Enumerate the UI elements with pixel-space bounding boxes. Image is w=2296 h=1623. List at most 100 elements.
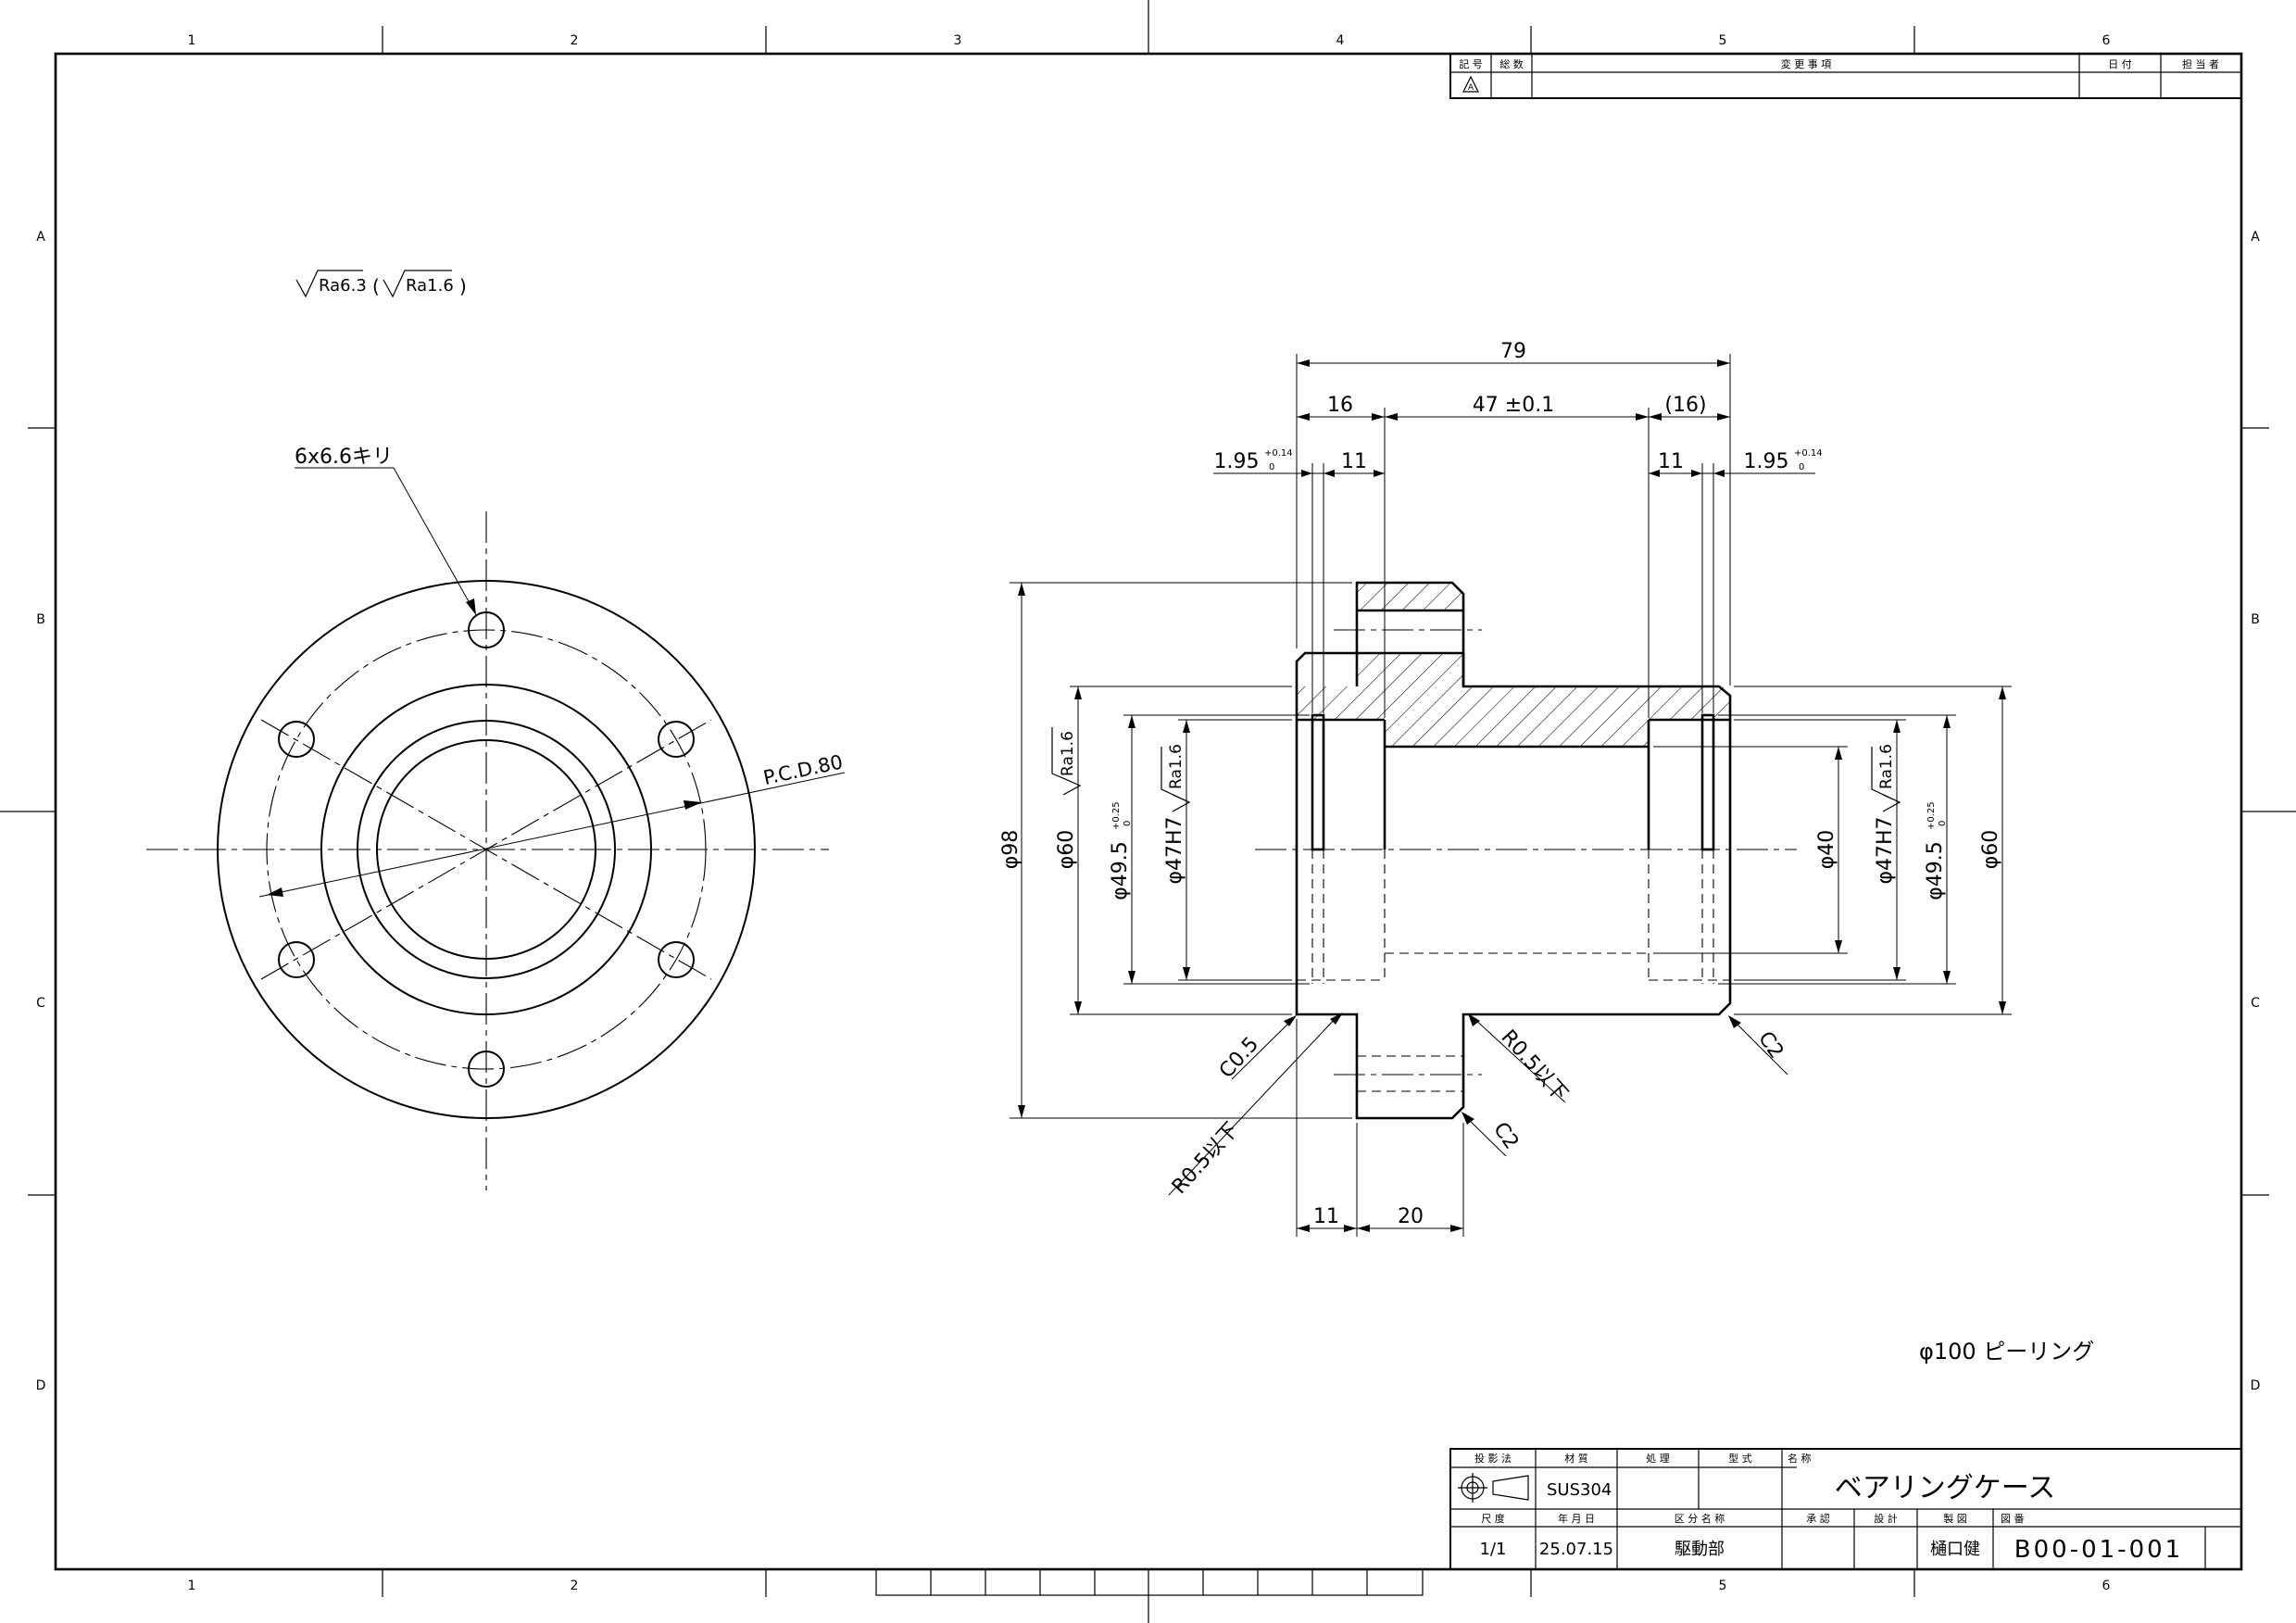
tb-drafter: 樋口健: [1930, 1540, 1980, 1559]
tol-dia-left-upper: +0.25: [1111, 801, 1122, 830]
tb-lbl-treatment: 処 理: [1646, 1453, 1670, 1465]
surface-finish-symbol-icon: [1871, 747, 1901, 812]
tb-lbl-approve: 承 認: [1806, 1512, 1830, 1525]
zone-col-6-top: 6: [2102, 33, 2111, 48]
callout-c2-bottom: C2: [1488, 1118, 1523, 1153]
dim-dia-98: φ98: [999, 830, 1023, 870]
tb-lbl-category: 区 分 名 称: [1675, 1512, 1725, 1525]
tb-lbl-material: 材 質: [1564, 1452, 1588, 1465]
tb-lbl-design: 設 計: [1874, 1512, 1898, 1525]
tb-lbl-model: 型 式: [1728, 1452, 1752, 1465]
dim-center: 47 ±0.1: [1473, 394, 1554, 417]
callout-c2-right: C2: [1753, 1027, 1788, 1063]
tb-lbl-draw: 製 図: [1943, 1512, 1967, 1525]
dim-bore-right: 11: [1658, 450, 1684, 473]
dim-bottom-left: 11: [1313, 1205, 1339, 1228]
zone-row-d-left: D: [36, 1378, 46, 1393]
dim-groove-right: 1.95: [1744, 450, 1789, 473]
dim-overall: 79: [1500, 340, 1526, 363]
pcd-note: P.C.D.80: [761, 750, 845, 789]
surface-finish-symbol-icon: [1051, 727, 1082, 796]
tol-groove-left-lower: 0: [1269, 462, 1274, 472]
dim-dia-40: φ40: [1815, 830, 1838, 870]
dim-bottom-right: 20: [1398, 1205, 1424, 1228]
tb-drawing-number: B00-01-001: [2014, 1536, 2183, 1564]
dim-groove-left: 1.95: [1214, 450, 1260, 473]
dim-dia-495-right: φ49.5: [1924, 841, 1947, 900]
part-note: φ100 ピーリング: [1919, 1339, 2094, 1365]
zone-col-3-top: 3: [954, 33, 962, 48]
dim-dia-47h7-right: φ47H7: [1874, 816, 1897, 884]
finish-special: Ra1.6: [406, 276, 454, 296]
bolt-hole: [468, 1051, 505, 1088]
zone-col-2-bottom: 2: [571, 1579, 579, 1593]
tol-dia-right-lower: 0: [1938, 821, 1948, 826]
tol-groove-right-upper: +0.14: [1794, 448, 1823, 459]
tb-scale: 1/1: [1480, 1540, 1507, 1559]
dim-dia-495-left: φ49.5: [1109, 841, 1132, 900]
bolt-hole: [658, 941, 695, 978]
bolt-hole: [658, 721, 695, 758]
dim-bore-left: 11: [1341, 450, 1367, 473]
zone-row-b-left: B: [36, 612, 45, 627]
zone-col-6-bottom: 6: [2102, 1579, 2111, 1593]
tol-dia-left-lower: 0: [1123, 821, 1133, 826]
callout-r05-right: R0.5以下: [1497, 1025, 1573, 1106]
rev-col-date: 日 付: [2108, 58, 2132, 70]
holes-note: 6x6.6キリ: [295, 446, 393, 469]
dim-left-flange: 16: [1327, 394, 1353, 417]
dim-right-ref: (16): [1664, 394, 1706, 417]
section-view: 79 16 47 ±0.1 (16) 11 11 1.95 1.95 +0.14…: [999, 340, 2012, 1237]
dim-dia-60-left: φ60: [1055, 830, 1078, 870]
zone-row-a-left: A: [36, 230, 45, 245]
bolt-hole: [278, 721, 315, 758]
dim-dia-60-right: φ60: [1979, 830, 2002, 870]
ra-right-bore: Ra1.6: [1877, 744, 1896, 789]
rev-col-change: 変 更 事 項: [1781, 57, 1832, 70]
tb-category: 駆動部: [1675, 1540, 1725, 1559]
flange-hatch: [1357, 583, 1463, 610]
finish-close-paren: ): [459, 275, 467, 297]
tol-groove-left-upper: +0.14: [1264, 448, 1293, 459]
dim-dia-47h7-left: φ47H7: [1163, 816, 1186, 884]
bolt-hole: [468, 611, 505, 648]
zone-row-b-right: B: [2251, 612, 2260, 627]
zone-col-1-bottom: 1: [188, 1579, 196, 1593]
rev-col-person: 担 当 者: [2182, 57, 2219, 70]
zone-row-d-right: D: [2251, 1378, 2261, 1393]
title-block: 投 影 法 材 質 処 理 型 式 尺 度 年 月 日 区 分 名 称 承 認 …: [1449, 1448, 2242, 1570]
finish-open-paren: (: [372, 275, 380, 297]
zone-col-4-top: 4: [1336, 33, 1345, 48]
zone-col-1-top: 1: [188, 33, 196, 48]
tb-lbl-scale: 尺 度: [1481, 1512, 1505, 1525]
surface-finish-symbol-icon: [295, 270, 363, 298]
bolt-hole: [278, 941, 315, 978]
surface-finish-note: Ra6.3 ( Ra1.6 ): [295, 270, 467, 298]
ra-left-bore: Ra1.6: [1167, 744, 1186, 789]
tb-lbl-number: 図 番: [2001, 1513, 2025, 1525]
zone-col-5-bottom: 5: [1719, 1579, 1727, 1593]
callout-c05: C0.5: [1215, 1033, 1263, 1083]
tb-lbl-name: 名 称: [1788, 1452, 1812, 1465]
ra-left-outer: Ra1.6: [1059, 731, 1077, 776]
revision-triangle-icon: [1462, 75, 1479, 93]
rev-col-symbol: 記 号: [1459, 57, 1483, 70]
tb-date: 25.07.15: [1539, 1540, 1613, 1559]
callout-r05-left: R0.5以下: [1168, 1118, 1244, 1199]
front-view: 6x6.6キリ P.C.D.80: [146, 446, 845, 1190]
tb-part-name: ベアリングケース: [1835, 1472, 2056, 1504]
surface-finish-symbol-icon: [1161, 747, 1191, 812]
finish-general: Ra6.3: [319, 276, 367, 296]
zone-labels: 1 2 3 4 5 6 1 2 5 6 A B C D A B C D: [36, 33, 2261, 1593]
zone-row-c-left: C: [36, 996, 45, 1011]
third-angle-projection-icon: [1458, 1473, 1529, 1503]
zone-row-c-right: C: [2251, 996, 2260, 1011]
tb-material: SUS304: [1547, 1480, 1612, 1500]
surface-finish-symbol-icon: [383, 270, 452, 298]
tol-groove-right-lower: 0: [1799, 462, 1804, 472]
rev-col-count: 総 数: [1499, 57, 1524, 70]
zone-col-5-top: 5: [1719, 33, 1727, 48]
zone-col-2-top: 2: [571, 33, 579, 48]
